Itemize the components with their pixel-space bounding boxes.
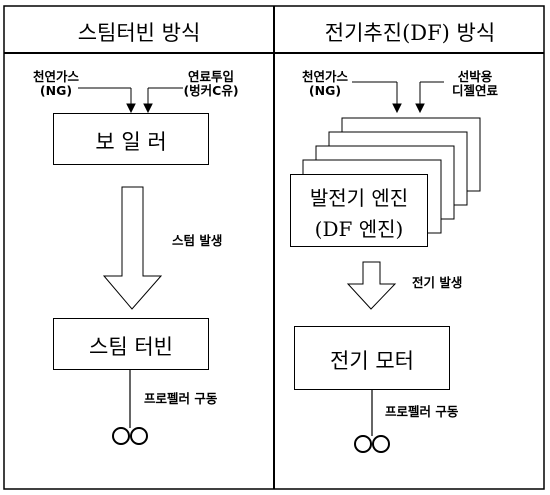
power-generation-label: 전기 발생 [412,275,463,290]
boiler-label: 보 일 러 [95,130,167,154]
left-panel-title: 스팀터빈 방식 [77,21,201,45]
generator-engine-box: 발전기 엔진 (DF 엔진) [290,174,428,247]
left-input-lng-line2: (NG) [39,83,73,98]
left-input-lng: 천연가스 (NG) [26,70,86,98]
electric-motor-label: 전기 모터 [330,349,414,373]
left-propeller-label: 프로펠러 구동 [144,391,218,406]
boiler-box: 보 일 러 [53,113,209,165]
steam-generation-arrow [102,186,163,310]
right-input-fuel-line1: 선박용 [457,69,493,84]
right-propeller-icon [354,435,390,453]
left-input-fuel-line1: 연료투입 [187,69,234,84]
electric-motor-box: 전기 모터 [294,326,450,390]
left-input-lng-line1: 천연가스 [32,69,79,84]
left-input-arrows [78,87,183,114]
right-input-fuel-line2: 디젤연료 [451,83,498,98]
steam-turbine-label: 스팀 터빈 [89,335,173,359]
right-input-fuel: 선박용 디젤연료 [440,70,510,98]
df-engine-label: (DF 엔진) [314,217,404,241]
generator-engine-label: 발전기 엔진 [309,186,409,210]
power-generation-arrow [346,261,397,310]
right-input-arrows [352,81,444,114]
right-panel-title: 전기추진(DF) 방식 [324,21,496,45]
steam-generation-label: 스텀 발생 [172,233,223,248]
right-input-lng-line1: 천연가스 [301,69,348,84]
left-propeller-icon [112,427,148,445]
left-input-fuel-line2: (벙커C유) [183,83,239,98]
right-input-lng: 천연가스 (NG) [295,70,355,98]
steam-turbine-box: 스팀 터빈 [53,318,209,370]
right-input-lng-line2: (NG) [308,83,342,98]
right-propeller-label: 프로펠러 구동 [385,404,459,419]
left-input-fuel: 연료투입 (벙커C유) [176,70,246,98]
